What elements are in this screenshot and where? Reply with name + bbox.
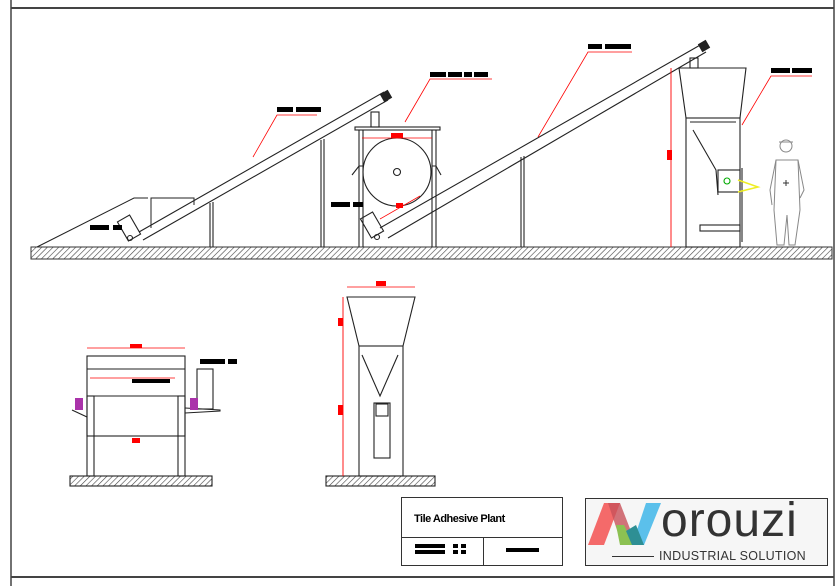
company-logo: orouzi INDUSTRIAL SOLUTION (585, 498, 828, 566)
worker-figure (769, 139, 805, 246)
logo-tagline: INDUSTRIAL SOLUTION (586, 549, 827, 565)
ground-main (30, 246, 833, 260)
callout-leaders (252, 51, 812, 158)
valve-bag-packer (667, 67, 761, 248)
feed-hopper-ramp (36, 197, 195, 248)
callout-labels-redacted (90, 44, 812, 364)
title-block-row (402, 537, 562, 566)
redacted-field (461, 544, 466, 548)
mixer-end-view (69, 344, 221, 487)
drawing-frame (10, 0, 835, 586)
drawing-title: Tile Adhesive Plant (414, 513, 505, 525)
logo-mark-icon (588, 503, 661, 545)
redacted-field (506, 548, 539, 552)
redacted-field (453, 544, 458, 548)
packer-front-view (325, 281, 436, 487)
title-block: Tile Adhesive Plant (401, 497, 563, 566)
title-block-divider (483, 538, 484, 566)
redacted-field (415, 550, 445, 554)
redacted-field (461, 550, 466, 554)
screw-conveyor-2 (359, 39, 711, 247)
redacted-field (453, 550, 458, 554)
screw-conveyor-1 (116, 89, 393, 247)
redacted-field (415, 544, 445, 548)
logo-wordmark: orouzi (661, 498, 798, 547)
